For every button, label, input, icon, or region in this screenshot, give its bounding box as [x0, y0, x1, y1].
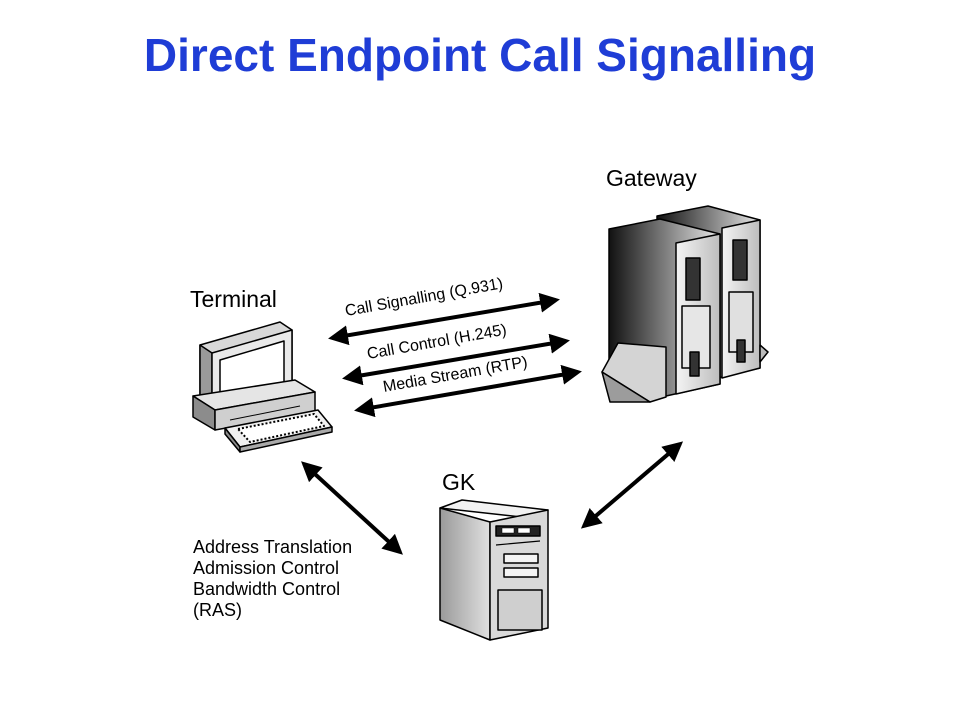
gk-label: GK	[442, 469, 476, 495]
gateway-label: Gateway	[606, 165, 697, 191]
terminal-gk-arrow	[301, 461, 403, 555]
ras-line-bandwidth-control: Bandwidth Control	[193, 579, 340, 599]
terminal-label: Terminal	[190, 286, 277, 312]
ras-line-admission-control: Admission Control	[193, 558, 339, 578]
call-signalling-arrow	[328, 292, 560, 346]
terminal-computer-icon	[192, 321, 333, 453]
signalling-arrows	[328, 292, 582, 418]
ras-line-address-translation: Address Translation	[193, 537, 352, 557]
gk-server-icon	[439, 499, 549, 641]
page-title: Direct Endpoint Call Signalling	[143, 29, 817, 81]
ras-line-ras: (RAS)	[193, 600, 242, 620]
gateway-server-icon	[601, 205, 769, 403]
media-stream-arrow	[354, 364, 582, 418]
gateway-gk-arrow	[580, 441, 684, 529]
